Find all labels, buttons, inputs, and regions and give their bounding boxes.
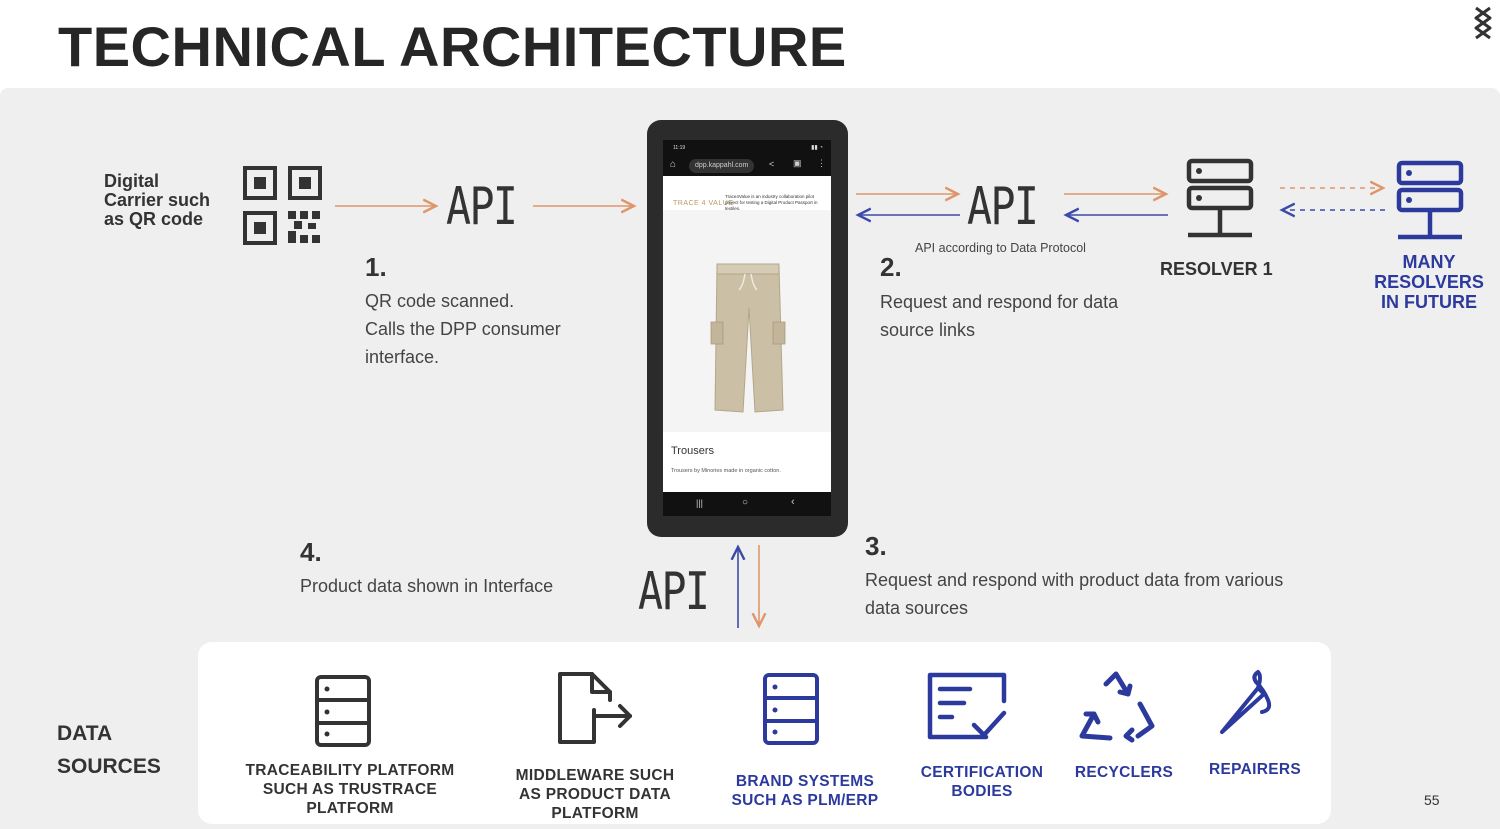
back-icon[interactable]: ‹ (791, 496, 795, 508)
product-image-area (663, 210, 831, 432)
brand-description: Trace4Value is an industry collaboration… (725, 194, 818, 211)
step-3-number: 3. (865, 531, 887, 561)
source-label-line: TRACEABILITY PLATFORM (245, 762, 455, 779)
future-resolver-server-icon (1396, 160, 1464, 240)
api-label-1: API (446, 177, 518, 237)
step-4-text: Product data shown in Interface (300, 572, 553, 600)
server-icon (315, 675, 371, 747)
phone-status-bar: 11:19 ▮▮ ◔ (663, 140, 831, 156)
data-sources-title-line: SOURCES (57, 755, 161, 778)
many-resolvers-line: MANY (1402, 252, 1456, 272)
source-label-line: MIDDLEWARE SUCH (515, 767, 675, 784)
recycle-icon (1079, 671, 1155, 743)
source-label-recyclers: RECYCLERS (1054, 763, 1194, 782)
file-export-icon (558, 672, 632, 744)
brand-header (663, 176, 831, 208)
step-4-number: 4. (300, 537, 322, 567)
step-text-line: QR code scanned. (365, 291, 515, 311)
product-name: Trousers (671, 445, 714, 457)
api-label-2: API (967, 177, 1039, 237)
phone-nav-bar: ||| ○ ‹ (663, 492, 831, 516)
recent-apps-icon[interactable]: ||| (696, 498, 704, 508)
share-icon[interactable]: < (769, 159, 775, 169)
product-description: Trousers by Minories made in organic cot… (671, 468, 781, 474)
source-label-line: AS PRODUCT DATA (518, 786, 672, 803)
signal-battery-icon: ▮▮ ◔ (811, 145, 823, 151)
carrier-label: Digital Carrier such as QR code (104, 172, 210, 229)
step-text-line: source links (880, 320, 976, 340)
step-text-line: Request and respond for data (880, 292, 1119, 312)
page-number: 55 (1424, 792, 1440, 808)
source-label-line: BODIES (951, 783, 1013, 800)
trousers-image (710, 263, 786, 413)
brand-logo-icon (1474, 6, 1492, 40)
resolver-server-icon (1186, 158, 1254, 238)
status-time: 11:19 (673, 145, 686, 151)
tabs-icon[interactable]: ▣ (793, 158, 802, 168)
source-label-line: RECYCLERS (1074, 764, 1174, 781)
qr-code-icon (243, 166, 322, 245)
source-label-traceability: TRACEABILITY PLATFORM SUCH AS TRUSTRACE … (230, 761, 470, 818)
phone-screen: 11:19 ▮▮ ◔ ⌂ dpp.kappahl.com < ▣ ⋮ TRACE… (663, 140, 831, 516)
step-2-text: Request and respond for data source link… (880, 288, 1118, 344)
source-label-certification: CERTIFICATION BODIES (902, 763, 1062, 801)
many-resolvers-line: RESOLVERS (1374, 272, 1484, 292)
browser-url-bar: ⌂ dpp.kappahl.com < ▣ ⋮ (663, 156, 831, 176)
source-label-middleware: MIDDLEWARE SUCH AS PRODUCT DATA PLATFORM (490, 766, 700, 823)
source-label-line: REPAIRERS (1209, 761, 1301, 778)
source-label-repairers: REPAIRERS (1190, 760, 1320, 779)
many-resolvers-label: MANY RESOLVERS IN FUTURE (1364, 252, 1494, 312)
step-2-number: 2. (880, 252, 902, 282)
data-sources-title: DATA SOURCES (57, 717, 161, 783)
carrier-label-line: as QR code (104, 209, 204, 229)
step-3-text: Request and respond with product data fr… (865, 566, 1283, 622)
step-text-line: Calls the DPP consumer (365, 319, 561, 339)
page-title: TECHNICAL ARCHITECTURE (58, 15, 847, 78)
source-label-line: PLATFORM (306, 800, 394, 817)
brand-logo: TRACE 4 VALUE (673, 200, 734, 207)
resolver-label: RESOLVER 1 (1160, 259, 1273, 279)
many-resolvers-line: IN FUTURE (1381, 292, 1477, 312)
menu-icon[interactable]: ⋮ (817, 158, 826, 168)
home-button-icon[interactable]: ○ (742, 497, 749, 508)
source-label-line: BRAND SYSTEMS (735, 773, 875, 790)
server-icon (763, 673, 819, 745)
certificate-icon (927, 672, 1007, 740)
step-text-line: Request and respond with product data fr… (865, 570, 1284, 590)
step-1-text: QR code scanned. Calls the DPP consumer … (365, 287, 561, 371)
carrier-label-line: Carrier such (104, 190, 211, 210)
step-text-line: data sources (865, 598, 969, 618)
step-text-line: interface. (365, 347, 440, 367)
step-text-line: Product data shown in Interface (300, 576, 554, 596)
needle-icon (1220, 670, 1272, 734)
source-label-line: CERTIFICATION (920, 764, 1044, 781)
data-sources-title-line: DATA (57, 722, 113, 745)
source-label-brand-systems: BRAND SYSTEMS SUCH AS PLM/ERP (705, 772, 905, 810)
source-label-line: SUCH AS PLM/ERP (731, 792, 879, 809)
url-field[interactable]: dpp.kappahl.com (689, 159, 755, 173)
protocol-note: API according to Data Protocol (915, 241, 1086, 255)
step-1-number: 1. (365, 252, 387, 282)
carrier-label-line: Digital (104, 171, 160, 191)
source-label-line: SUCH AS TRUSTRACE (262, 781, 438, 798)
source-label-line: PLATFORM (551, 805, 639, 822)
api-label-3: API (638, 562, 710, 622)
home-icon[interactable]: ⌂ (670, 159, 677, 170)
